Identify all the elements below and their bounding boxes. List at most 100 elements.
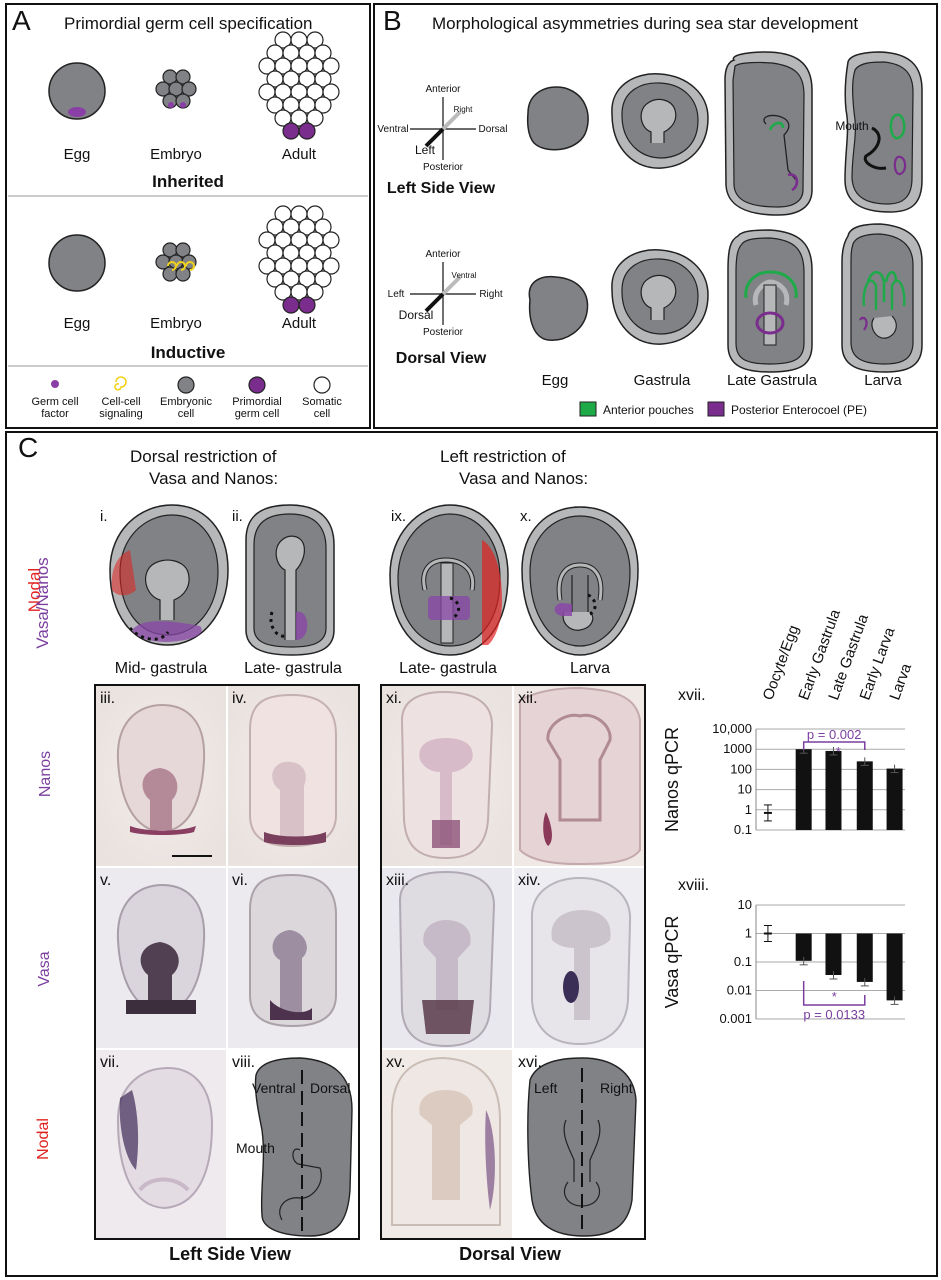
b-view1-label: Left Side View — [386, 180, 496, 197]
chart-panel-label: xvii. — [678, 687, 706, 704]
c-label-v: v. — [100, 872, 112, 889]
bar — [825, 933, 842, 975]
b-stage-larva: Larva — [864, 372, 902, 389]
b-legend-anterior-pouches: Anterior pouches — [603, 403, 694, 417]
panel-b-title: Morphological asymmetries during sea sta… — [432, 14, 859, 33]
c-label-xiv: xiv. — [518, 872, 541, 889]
b-axis1-dorsal: Dorsal — [478, 124, 508, 135]
significance-mark: * — [836, 744, 841, 759]
somatic-cell — [306, 109, 324, 127]
panel-a-title: Primordial germ cell specification — [64, 14, 313, 33]
panel-c — [5, 431, 938, 1277]
c-label-vi: vi. — [232, 872, 248, 889]
y-tick-label: 100 — [730, 761, 752, 776]
primordial-germ-cell — [298, 296, 316, 314]
panel-a-label: A — [12, 5, 31, 36]
y-tick-label: 10 — [738, 782, 752, 797]
c-view-dorsal: Dorsal View — [459, 1244, 561, 1264]
somatic-cell — [314, 44, 332, 62]
c-heading-dorsal-2: Vasa and Nanos: — [149, 469, 279, 488]
somatic-cell — [314, 218, 332, 236]
c-label-vii: vii. — [100, 1054, 120, 1071]
c-heading-left-1: Left restriction of — [440, 447, 566, 466]
c-viii-dorsal: Dorsal — [310, 1080, 351, 1096]
primordial-germ-cell — [298, 122, 316, 140]
c-label-xiii: xiii. — [386, 872, 410, 889]
a-legend-somatic-cell: Somatic cell — [302, 396, 342, 420]
c-view-left-side: Left Side View — [169, 1244, 291, 1264]
a-legend-germ-cell-factor: Germ cell factor — [31, 396, 79, 420]
a-adult-label-2: Adult — [281, 315, 317, 332]
p-value-label: p = 0.002 — [807, 727, 862, 742]
c-label-iv: iv. — [232, 690, 247, 707]
somatic-cell — [306, 31, 324, 49]
c-label-xvi: xvi. — [518, 1054, 542, 1071]
chart-panel-label: xviii. — [678, 877, 709, 894]
y-tick-label: 0.01 — [727, 983, 752, 998]
somatic-cell — [306, 205, 324, 223]
b-axis2-posterior: Posterior — [422, 327, 463, 338]
bar — [795, 749, 812, 830]
c-label-ii: ii. — [232, 508, 243, 525]
b-axis1-ventral: Ventral — [377, 124, 409, 135]
b-axis1-left: Left — [414, 143, 435, 157]
bar — [886, 933, 903, 1001]
x-category-label: Larva — [886, 661, 915, 703]
c-viii-ventral: Ventral — [252, 1080, 296, 1096]
b-axis1-anterior: Anterior — [425, 84, 461, 95]
c-xvi-right: Right — [600, 1080, 633, 1096]
significance-bracket — [802, 741, 866, 750]
bar — [886, 768, 903, 830]
b-axis2-ventral: Ventral — [451, 271, 477, 280]
a-inherited-label: Inherited — [152, 172, 224, 191]
y-tick-label: 1 — [745, 926, 752, 941]
panel-b-label: B — [383, 5, 402, 36]
panel-c-label: C — [18, 432, 39, 463]
c-right-photo-frame — [380, 684, 646, 1240]
c-col-title-late-gastrula-1: Late- gastrula — [244, 660, 342, 677]
a-adult-label-1: Adult — [281, 146, 317, 163]
somatic-cell — [322, 83, 340, 101]
c-col-title-late-gastrula-2: Late- gastrula — [399, 660, 497, 677]
bar — [856, 933, 873, 982]
y-tick-label: 10 — [738, 897, 752, 912]
bar — [856, 761, 873, 830]
somatic-cell — [314, 96, 332, 114]
b-stage-gastrula: Gastrula — [633, 372, 691, 389]
c-heading-left-2: Vasa and Nanos: — [459, 469, 589, 488]
c-xvi-left: Left — [534, 1080, 558, 1096]
bar — [825, 750, 842, 830]
b-stage-late-gastrula: Late Gastrula — [726, 372, 818, 389]
a-egg-label-1: Egg — [63, 146, 91, 163]
c-label-viii: viii. — [232, 1054, 256, 1071]
y-tick-label: 0.1 — [734, 822, 752, 837]
c-label-i: i. — [100, 508, 108, 525]
panel-a — [5, 3, 371, 429]
c-label-xv: xv. — [386, 1054, 406, 1071]
y-tick-label: 0.001 — [719, 1011, 752, 1026]
b-view2-label: Dorsal View — [395, 350, 487, 367]
c-col-title-larva: Larva — [569, 660, 611, 677]
b-axis2-right: Right — [479, 289, 503, 300]
somatic-cell — [322, 257, 340, 275]
somatic-cell — [314, 244, 332, 262]
b-stage-egg: Egg — [541, 372, 569, 389]
b-mouth-label: Mouth — [835, 119, 869, 133]
significance-bracket — [802, 981, 866, 1006]
y-tick-label: 0.1 — [734, 954, 752, 969]
y-tick-label: 1000 — [723, 741, 752, 756]
a-embryo-label-1: Embryo — [150, 146, 202, 163]
somatic-cell — [322, 231, 340, 249]
y-tick-label: 1 — [745, 802, 752, 817]
x-category-label: Oocyte/Egg — [760, 623, 803, 702]
p-value-label: p = 0.0133 — [803, 1007, 865, 1022]
b-axis1-right: Right — [453, 105, 473, 114]
panel-b — [373, 3, 938, 429]
somatic-cell — [306, 283, 324, 301]
c-label-iii: iii. — [100, 690, 116, 707]
b-axis2-anterior: Anterior — [425, 249, 461, 260]
a-egg-label-2: Egg — [63, 315, 91, 332]
